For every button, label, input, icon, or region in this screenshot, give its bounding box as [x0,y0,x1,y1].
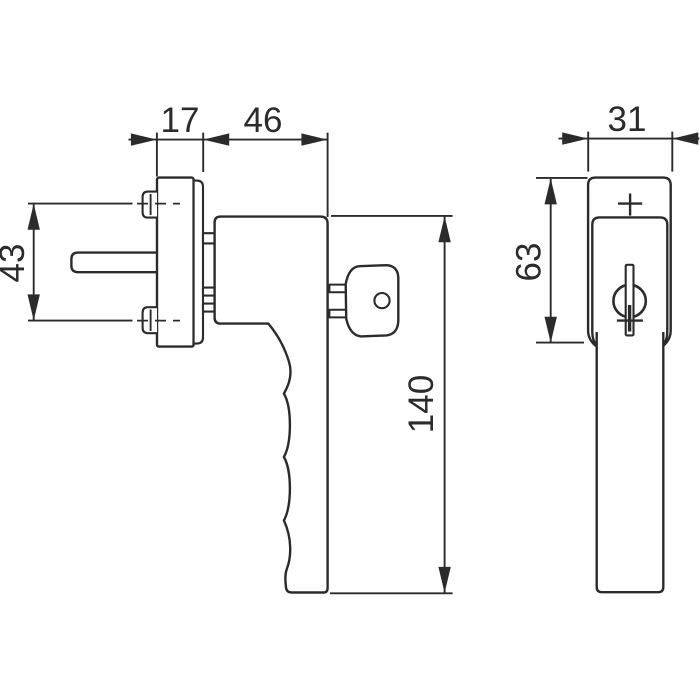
arrowhead [130,133,157,146]
dim-label-screw-spacing: 43 [0,244,32,283]
arrowhead [544,316,557,343]
handle-body-and-grip-side [213,215,329,594]
dimension-63: 63 [510,176,588,344]
arrowhead [301,133,328,146]
key-slot [624,263,635,337]
handle-grip-front [595,332,665,594]
dimension-43: 43 [0,203,40,321]
dim-label-rosette-depth: 17 [161,101,200,140]
cylinder-tab-lower [201,302,217,313]
dim-label-handle-length: 140 [402,375,441,433]
side-view [28,176,400,594]
dim-label-handle-projection: 46 [244,101,283,140]
key-bow [344,264,400,338]
arrowhead [672,132,699,145]
arrowhead [438,566,451,593]
dimension-annotations: 17 46 31 43 63 [0,100,700,595]
arrowhead [438,216,451,243]
dim-label-rosette-height: 63 [510,243,549,282]
dimension-31: 31 [558,100,700,172]
key-bow-hole [373,291,391,310]
cylinder-tab-upper [201,286,217,297]
dimension-140: 140 [330,214,453,595]
neck-tab [201,232,217,245]
dim-label-rosette-width: 31 [608,100,647,139]
key-shaft-lower [328,308,346,319]
arrowhead [544,178,557,205]
arrowhead [27,203,40,230]
front-view [586,176,672,594]
arrowhead [27,294,40,321]
rosette-cover-lip [192,179,205,345]
arrowhead [562,132,589,145]
arrowhead [203,133,230,146]
spindle [70,251,158,274]
dimension-17-46: 17 46 [128,101,329,217]
key-shaft-upper [328,283,346,294]
